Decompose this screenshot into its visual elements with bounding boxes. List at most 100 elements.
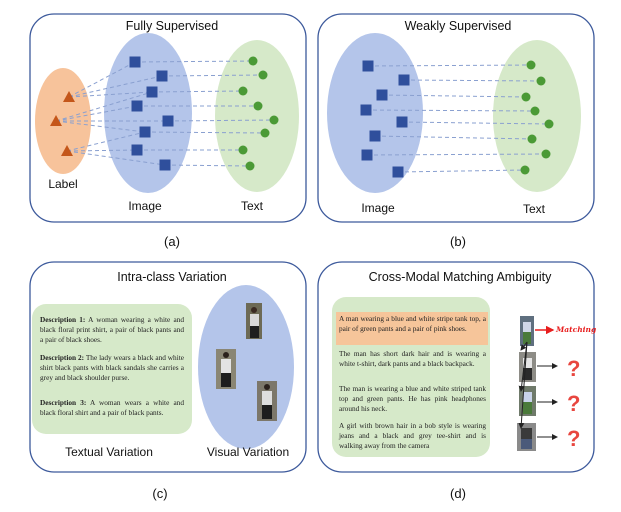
text-dot — [530, 106, 540, 116]
panel-a-title: Fully Supervised — [126, 19, 218, 33]
image-square — [369, 130, 381, 142]
description-1-body: A woman wearing a white and black floral… — [40, 315, 184, 345]
text-dot — [544, 119, 554, 129]
text-dot — [258, 70, 268, 80]
description-1-head: Description 1: — [40, 315, 86, 324]
label-triangle — [61, 145, 73, 156]
panel-d: Cross-Modal Matching Ambiguity Matching … — [317, 261, 596, 501]
ambiguity-arrow — [518, 341, 528, 429]
image-square — [139, 126, 151, 138]
panel-d-title: Cross-Modal Matching Ambiguity — [369, 270, 552, 284]
image-square — [156, 70, 168, 82]
label-triangle — [63, 91, 75, 102]
text-ellipse-b — [493, 40, 581, 192]
person-crop-d1 — [520, 316, 534, 346]
image-text-link — [397, 169, 526, 173]
image-square — [360, 104, 372, 116]
image-text-link — [164, 164, 251, 167]
image-square — [396, 116, 408, 128]
person-crop-2 — [216, 349, 236, 389]
image-caption-b: Image — [361, 201, 395, 215]
label-image-link — [55, 91, 153, 122]
person-crop-d2 — [519, 352, 536, 382]
ambiguity-text-2: The man has short dark hair and is weari… — [339, 349, 486, 369]
image-text-link — [381, 94, 527, 98]
image-text-link — [151, 90, 244, 93]
panel-a-marks — [50, 56, 279, 171]
text-dot — [238, 145, 248, 155]
ambiguity-text-4: A girl with brown hair in a bob style is… — [339, 421, 486, 451]
description-2: Description 2: The lady wears a black an… — [40, 353, 184, 384]
image-text-link — [161, 74, 264, 77]
image-square — [361, 149, 373, 161]
image-square — [129, 56, 141, 68]
image-square — [362, 60, 374, 72]
question-mark-3: ? — [567, 426, 581, 451]
textual-variation-caption: Textual Variation — [65, 445, 153, 459]
highlighted-description — [336, 312, 488, 345]
label-image-link — [66, 131, 146, 152]
image-square — [131, 144, 143, 156]
image-ellipse-b — [327, 33, 423, 193]
panel-a-letter: (a) — [164, 234, 180, 249]
image-text-link — [167, 119, 275, 122]
image-square — [376, 89, 388, 101]
description-3-head: Description 3: — [40, 398, 87, 407]
question-mark-1: ? — [567, 356, 581, 381]
label-triangle — [50, 115, 62, 126]
panel-b: Weakly Supervised Image Text (b) — [317, 13, 595, 249]
text-dot — [238, 86, 248, 96]
text-caption-b: Text — [523, 202, 546, 216]
panel-c-title: Intra-class Variation — [117, 270, 227, 284]
image-caption-a: Image — [128, 199, 162, 213]
visual-variation-caption: Visual Variation — [207, 445, 289, 459]
person-crop-1 — [246, 303, 262, 339]
ambiguity-arrows — [518, 325, 558, 440]
text-dot — [260, 128, 270, 138]
panel-b-title: Weakly Supervised — [405, 19, 512, 33]
image-ellipse — [104, 33, 192, 193]
image-text-link — [365, 109, 536, 112]
description-2-body: The lady wears a black and white shirt b… — [40, 353, 184, 383]
panel-b-edges — [365, 64, 550, 173]
label-image-link — [68, 75, 163, 98]
label-image-link — [68, 61, 136, 98]
panel-a: Fully Supervised Label Image Text (a) — [29, 13, 307, 249]
text-dot — [248, 56, 258, 66]
text-caption-a: Text — [241, 199, 264, 213]
image-square — [146, 86, 158, 98]
description-3-body: A woman wears a white and black floral s… — [40, 398, 184, 418]
ambiguity-text-1: A man wearing a blue and white stripe ta… — [339, 314, 486, 334]
text-dot — [526, 60, 536, 70]
image-text-link — [144, 131, 266, 134]
question-mark-2: ? — [567, 391, 581, 416]
description-1: Description 1: A woman wearing a white a… — [40, 315, 184, 346]
person-crop-d4 — [517, 423, 536, 451]
ambiguity-text-3: The man is wearing a blue and white stri… — [339, 384, 486, 414]
image-text-link — [134, 60, 254, 63]
text-dot — [245, 161, 255, 171]
image-square — [131, 100, 143, 112]
panel-b-marks — [360, 60, 554, 178]
description-2-head: Description 2: — [40, 353, 85, 362]
text-dot — [527, 134, 537, 144]
text-dot — [269, 115, 279, 125]
image-square — [162, 115, 174, 127]
person-crop-3 — [257, 381, 277, 421]
panel-b-letter: (b) — [450, 234, 466, 249]
image-square — [398, 74, 410, 86]
label-image-link — [66, 150, 166, 166]
text-ellipse — [215, 40, 299, 192]
text-dot — [541, 149, 551, 159]
image-square — [392, 166, 404, 178]
label-image-link — [66, 149, 138, 152]
descriptions-box — [32, 304, 192, 434]
label-caption: Label — [48, 177, 77, 191]
panel-d-letter: (d) — [450, 486, 466, 501]
panel-a-edges — [55, 60, 275, 167]
panel-c: Intra-class Variation Textual Variation … — [29, 261, 307, 501]
image-text-link — [374, 135, 533, 140]
image-text-link — [403, 79, 542, 82]
text-dot — [521, 92, 531, 102]
